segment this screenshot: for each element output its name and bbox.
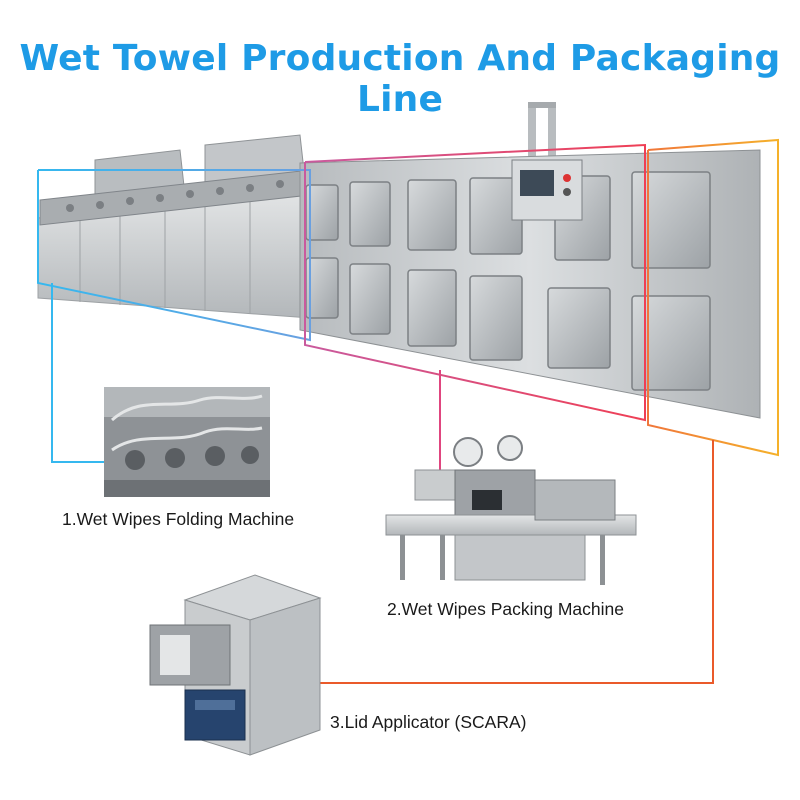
lid-applicator-image [149, 574, 322, 756]
connector-folding [51, 283, 104, 463]
control-panel [511, 159, 583, 221]
folding-section-callout [37, 169, 311, 342]
packing-machine-image [385, 435, 637, 585]
folding-machine-photo [104, 387, 270, 497]
packing-machine-label: 2.Wet Wipes Packing Machine [387, 599, 625, 619]
folding-machine-label: 1.Wet Wipes Folding Machine [62, 509, 295, 529]
lid-section-callout [647, 138, 779, 457]
lid-applicator-label: 3.Lid Applicator (SCARA) [330, 712, 527, 732]
packing-section-callout [304, 143, 646, 422]
connector-lid [314, 440, 714, 684]
folding-rollers [39, 134, 311, 226]
diagram-title: Wet Towel Production And Packaging Line [19, 38, 781, 120]
